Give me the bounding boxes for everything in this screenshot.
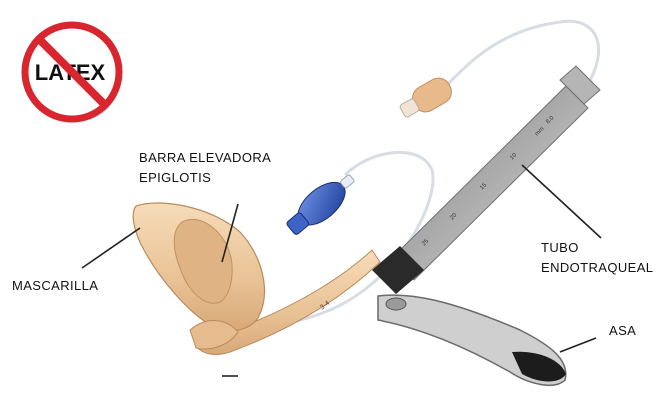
label-line: TUBO (541, 238, 653, 258)
label-line: BARRA ELEVADORA (139, 148, 271, 168)
label-barra-elevadora: BARRA ELEVADORA EPIGLOTIS (139, 148, 271, 188)
silicone-airway: 3-4 (133, 203, 380, 354)
label-line: ENDOTRAQUEAL (541, 258, 653, 278)
callout-asa-line (560, 338, 596, 352)
label-tubo-endotraqueal: TUBO ENDOTRAQUEAL (541, 238, 653, 278)
label-asa: ASA (609, 321, 636, 341)
pilot-valve-beige (396, 74, 456, 124)
callout-tubo-line (522, 165, 601, 238)
pilot-balloon-blue (281, 167, 362, 241)
no-latex-icon: LATEX (25, 25, 119, 119)
label-line: EPIGLOTIS (139, 168, 271, 188)
label-mascarilla: MASCARILLA (12, 276, 98, 296)
callout-mascarilla-line (82, 228, 140, 268)
handle (378, 295, 566, 385)
